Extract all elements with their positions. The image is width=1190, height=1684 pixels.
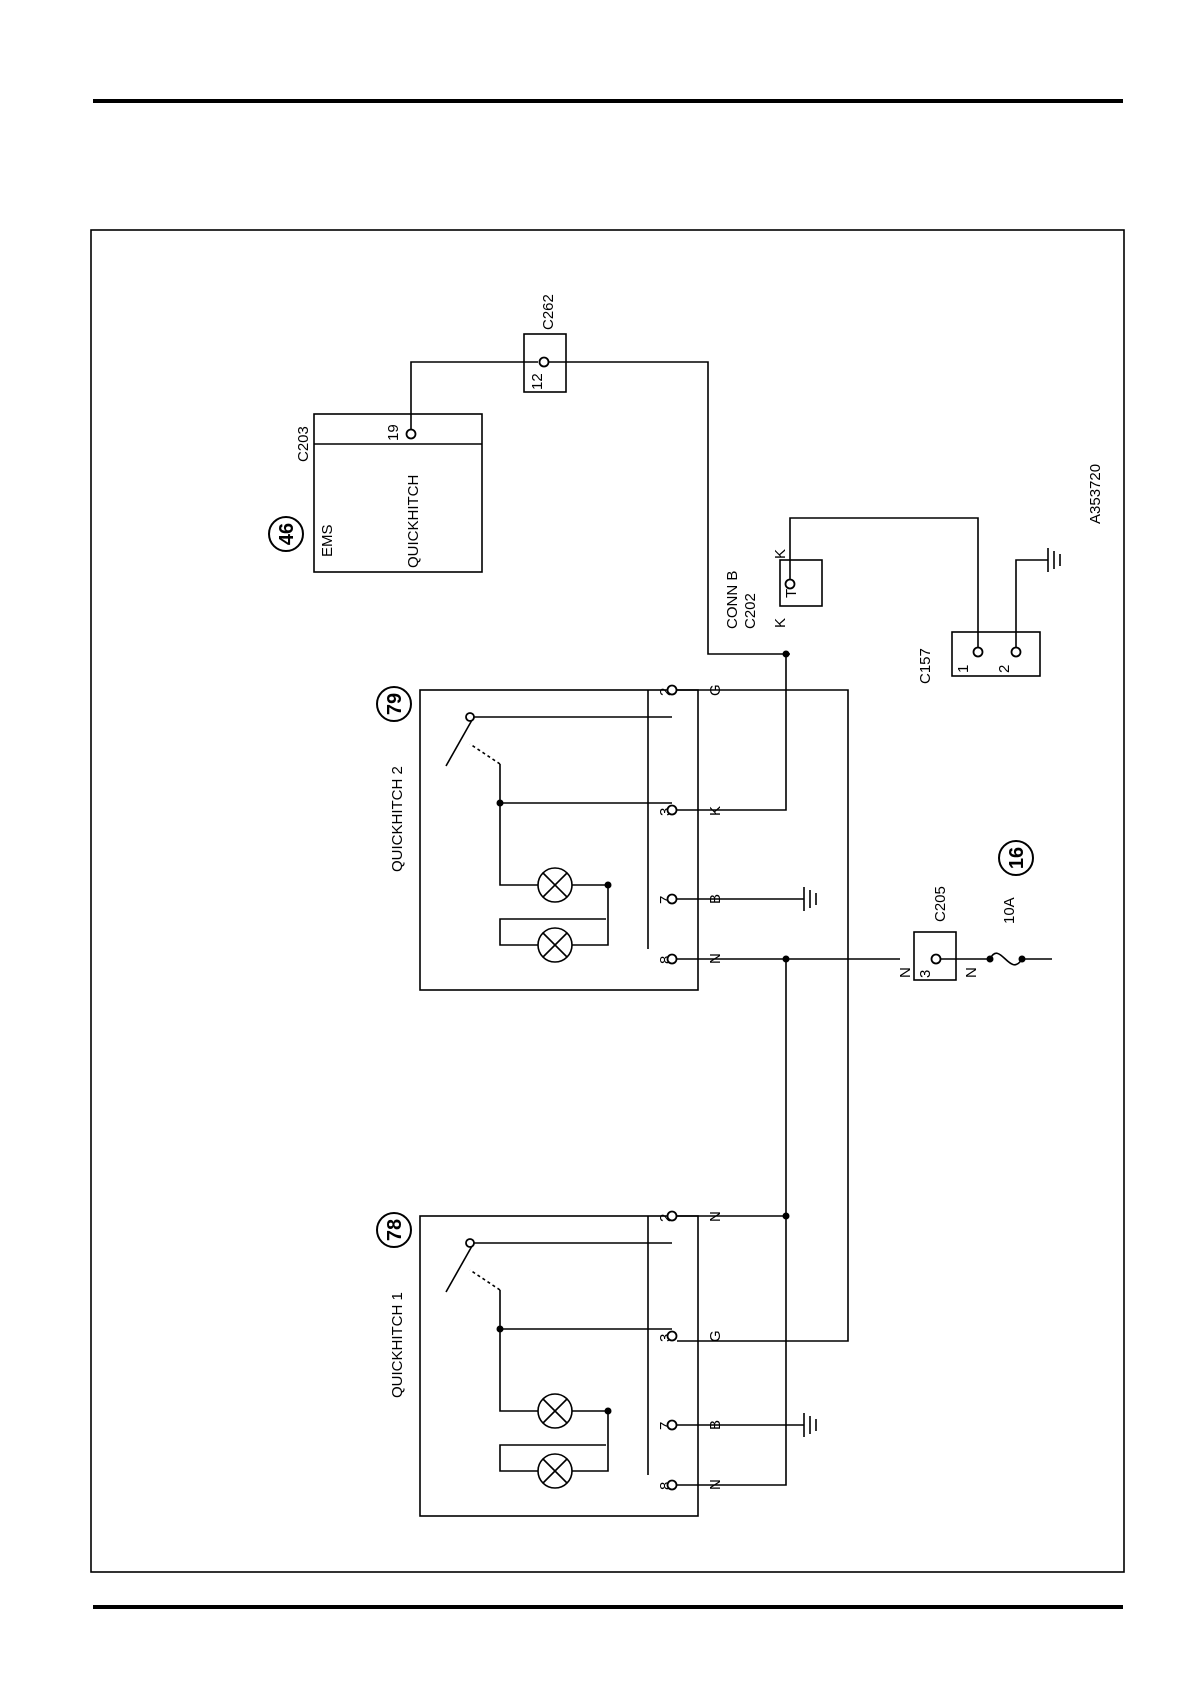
lamp-icon [538, 868, 572, 902]
c205-wire-left: N [897, 967, 914, 978]
ems-terminal-19 [407, 430, 416, 439]
lamp-icon [538, 1454, 572, 1488]
ground-icon [804, 1413, 816, 1437]
c202-terminal [786, 580, 795, 589]
c157-terminal-2 [1012, 648, 1021, 657]
c157-label: C157 [917, 648, 934, 684]
c205-terminal [932, 955, 941, 964]
c202-wire-right: K [772, 549, 789, 559]
lamp-icon [538, 928, 572, 962]
qh2-box [420, 690, 698, 990]
qh2-badge-num: 79 [384, 693, 406, 715]
qh1-switch-pivot [466, 1239, 474, 1247]
ems-title: EMS [319, 524, 336, 557]
c205-wire-right: N [963, 967, 980, 978]
c157-pin-1: 1 [955, 665, 972, 673]
c202-label: C202 [742, 593, 759, 629]
qh1-title: QUICKHITCH 1 [389, 1292, 406, 1398]
qh2-title: QUICKHITCH 2 [389, 766, 406, 872]
qh1-badge-num: 78 [384, 1219, 406, 1241]
qh2-wire-k: K [707, 806, 724, 816]
c157-terminal-1 [974, 648, 983, 657]
fuse-rating: 10A [1001, 897, 1018, 924]
ems-pin-19: 19 [385, 424, 402, 441]
c202-wire-left: K [772, 618, 789, 628]
c262-terminal [540, 358, 549, 367]
fuse-badge-num: 16 [1006, 847, 1028, 869]
qh1-box [420, 1216, 698, 1516]
badge-qh2: 79 [377, 687, 411, 721]
qh2-switch-pivot [466, 713, 474, 721]
ems-badge-num: 46 [276, 523, 298, 545]
badge-qh1: 78 [377, 1213, 411, 1247]
ground-icon [804, 887, 816, 911]
c202-conn-label: CONN B [724, 571, 741, 629]
fuse-icon [990, 953, 1022, 965]
c202-pin-t: T [783, 589, 800, 598]
ems-function: QUICKHITCH [405, 475, 422, 568]
rotated-schematic: 46 EMS QUICKHITCH C203 19 C262 12 CONN B… [269, 294, 1104, 1516]
c262-pin-12: 12 [529, 373, 546, 390]
lamp-icon [538, 1394, 572, 1428]
qh1-wire-g: G [707, 1330, 724, 1342]
diagram-id: A353720 [1087, 464, 1104, 524]
c205-label: C205 [932, 886, 949, 922]
ground-icon [1048, 548, 1060, 572]
badge-fuse: 16 [999, 841, 1033, 875]
ems-connector-label: C203 [295, 426, 312, 462]
c262-label: C262 [540, 294, 557, 330]
c157-pin-2: 2 [996, 665, 1013, 673]
badge-ems: 46 [269, 517, 303, 551]
c205-pin-3: 3 [917, 970, 934, 978]
